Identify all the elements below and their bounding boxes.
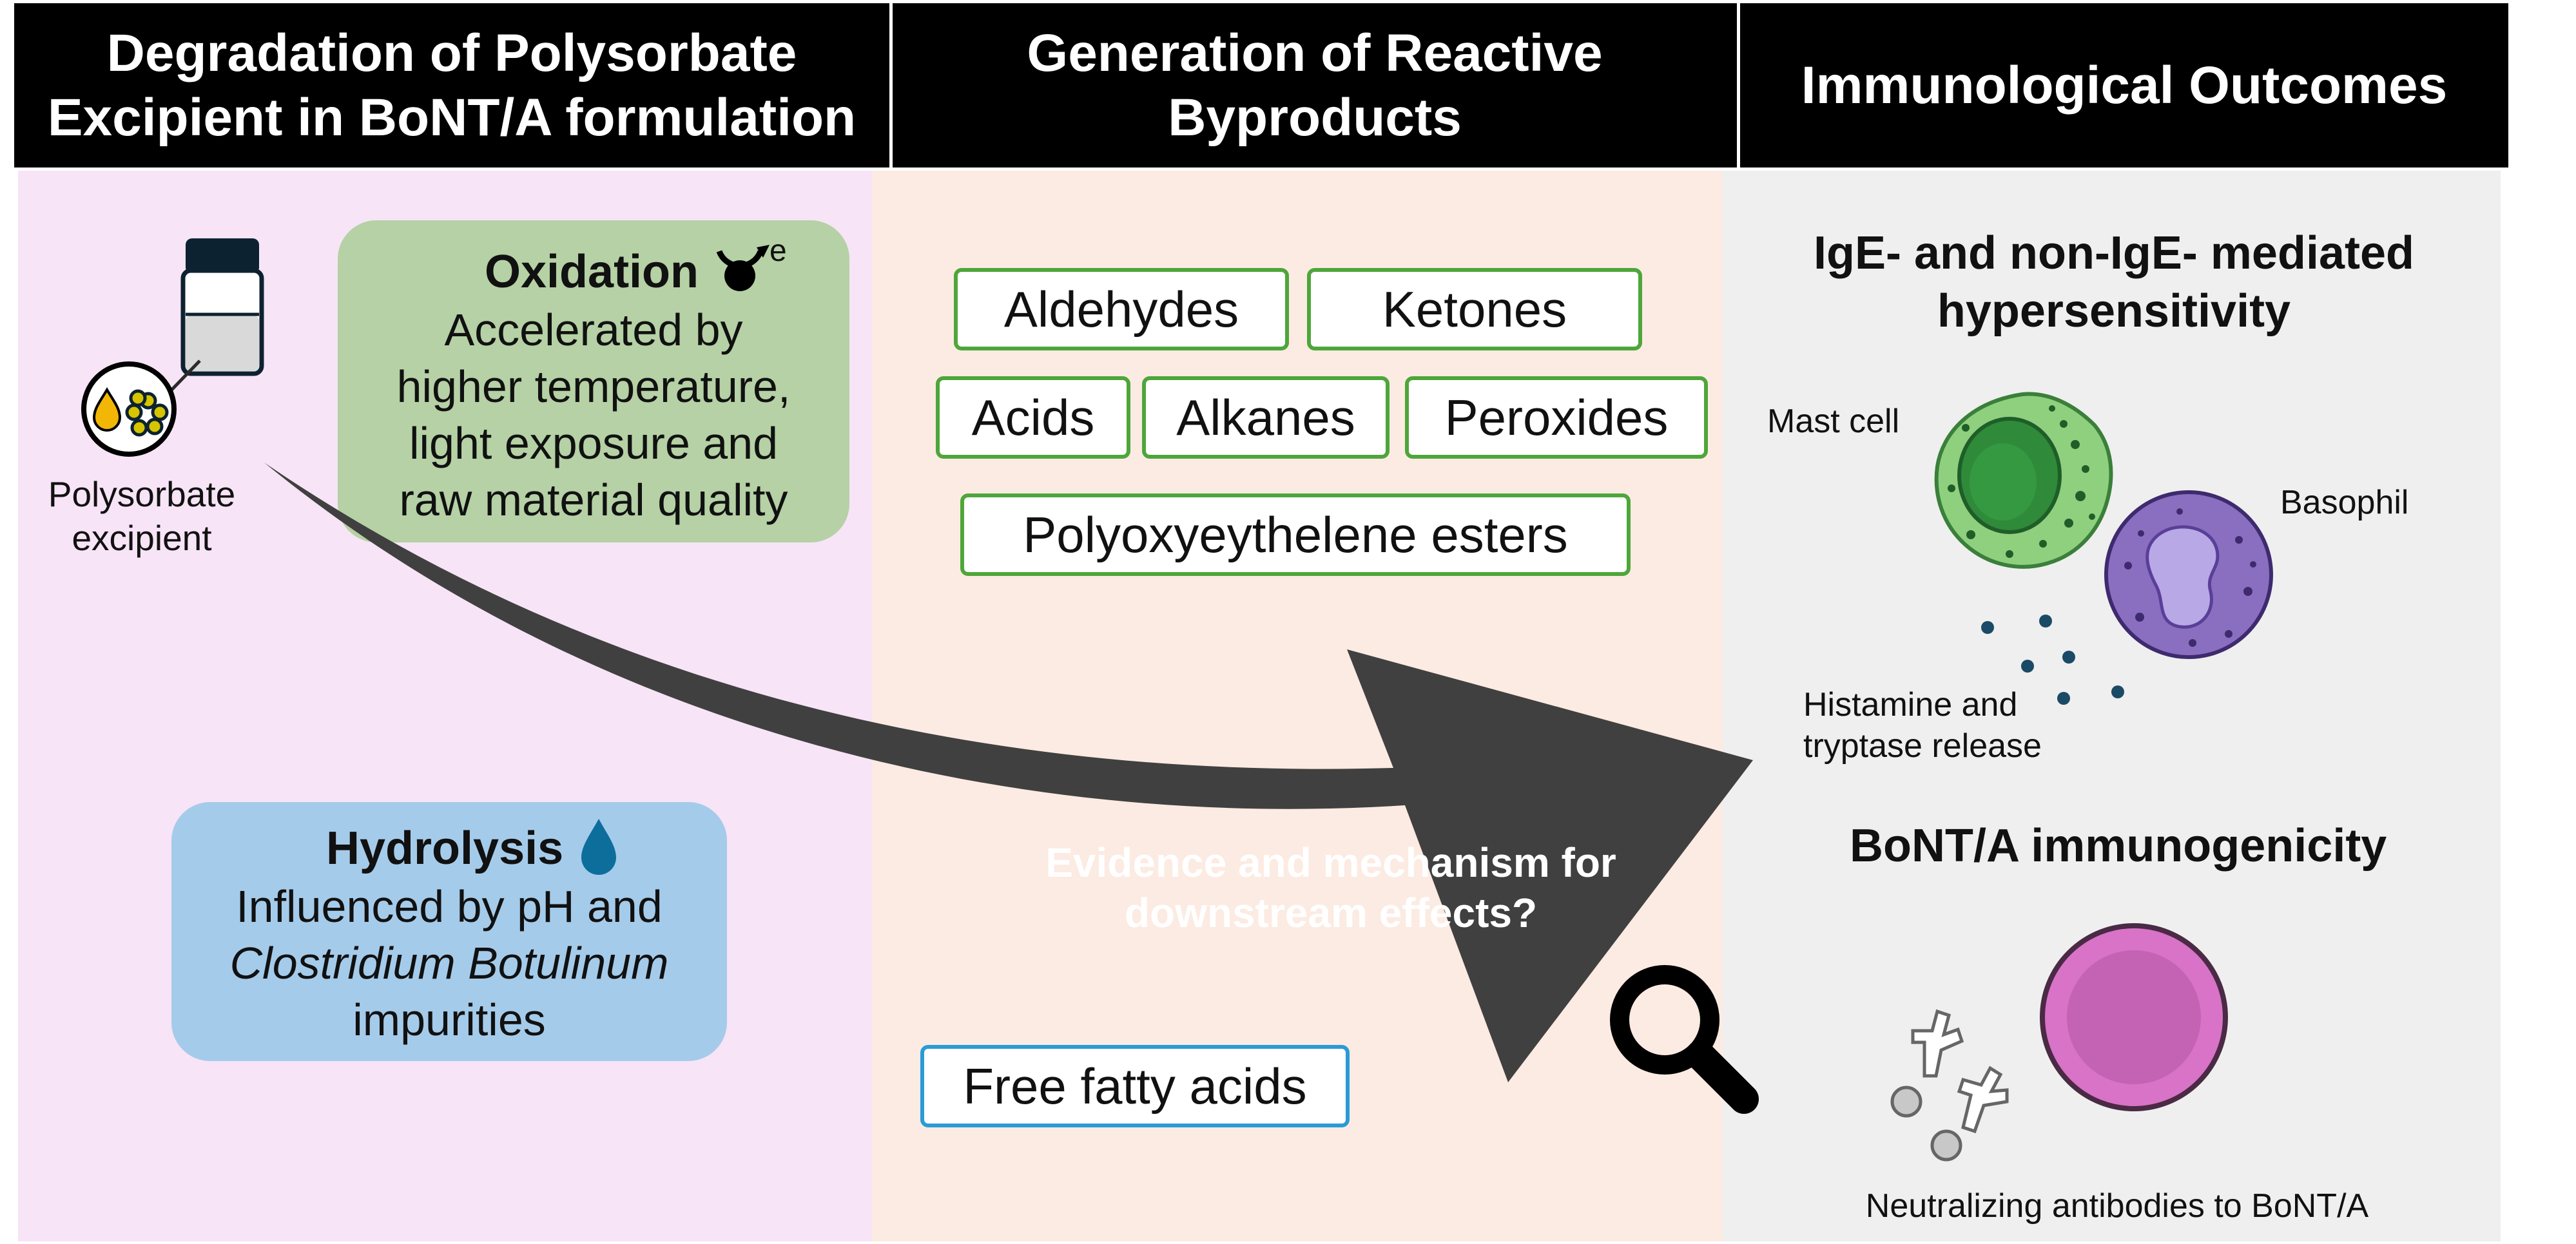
electron-symbol: e bbox=[770, 234, 787, 268]
arrow-text: Evidence and mechanism for downstream ef… bbox=[1045, 839, 1616, 936]
excipient-label: Polysorbate excipient bbox=[48, 474, 236, 558]
b-cell-icon bbox=[2040, 923, 2228, 1111]
antibodies-icon bbox=[1890, 1009, 2009, 1162]
header-generation: Generation of Reactive Byproducts bbox=[893, 3, 1737, 167]
product-acids: Acids bbox=[936, 376, 1130, 459]
product-aldehydes: Aldehydes bbox=[954, 268, 1289, 350]
header-outcomes: Immunological Outcomes bbox=[1740, 3, 2508, 167]
oxidation-box: Oxidation e Accelerated by higher temper… bbox=[338, 220, 849, 542]
hydrolysis-body-line3: impurities bbox=[353, 995, 546, 1045]
product-free-fatty-acids: Free fatty acids bbox=[920, 1045, 1350, 1127]
mast-cell-label: Mast cell bbox=[1767, 403, 1900, 440]
polysorbate-droplet-micelle-icon bbox=[81, 361, 177, 457]
mast-cell-icon bbox=[1934, 392, 2113, 569]
product-alkanes: Alkanes bbox=[1142, 376, 1390, 459]
product-polyoxyeythelene-esters: Polyoxyeythelene esters bbox=[960, 493, 1631, 576]
histamine-granules-icon bbox=[1981, 615, 2124, 705]
header-degradation: Degradation of Polysorbate Excipient in … bbox=[14, 3, 889, 167]
basophil-icon bbox=[2104, 490, 2273, 659]
product-peroxides: Peroxides bbox=[1405, 376, 1708, 459]
release-label: Histamine and tryptase release bbox=[1803, 686, 2042, 765]
product-ketones: Ketones bbox=[1307, 268, 1642, 350]
hypersensitivity-title: IgE- and non-IgE- mediated hypersensitiv… bbox=[1814, 227, 2414, 337]
magnifier-icon bbox=[1610, 965, 1759, 1114]
antibodies-label: Neutralizing antibodies to BoNT/A bbox=[1865, 1187, 2369, 1225]
water-drop-icon bbox=[581, 819, 616, 875]
hydrolysis-body-italic: Clostridium Botulinum bbox=[229, 938, 669, 988]
basophil-label: Basophil bbox=[2280, 484, 2409, 521]
vial-icon bbox=[180, 238, 264, 376]
oxidation-body: Accelerated by higher temperature, light… bbox=[396, 305, 791, 525]
immunogenicity-title: BoNT/A immunogenicity bbox=[1850, 820, 2387, 872]
hydrolysis-box: Hydrolysis Influenced by pH and Clostrid… bbox=[171, 802, 727, 1061]
electron-icon bbox=[716, 245, 770, 291]
hydrolysis-body-line1: Influenced by pH and bbox=[236, 881, 663, 932]
hydrolysis-title: Hydrolysis bbox=[326, 823, 564, 874]
oxidation-title: Oxidation bbox=[485, 246, 699, 298]
